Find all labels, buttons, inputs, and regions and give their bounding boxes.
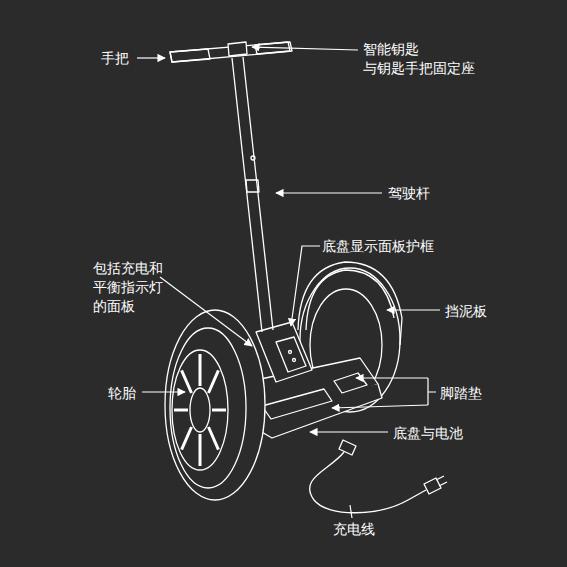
spokes	[174, 354, 226, 466]
column-base	[256, 322, 312, 382]
fender	[298, 262, 402, 345]
indicator	[293, 359, 296, 362]
steering-column	[232, 57, 273, 332]
part-label: 驾驶杆	[388, 184, 430, 203]
charging-cable	[310, 452, 426, 513]
hub	[190, 388, 210, 432]
part-label: 底盘与电池	[393, 424, 463, 443]
part-label: 挡泥板	[445, 302, 487, 321]
handlebar	[170, 42, 292, 62]
front-tire	[165, 310, 265, 500]
leader-line	[252, 47, 358, 50]
fender-inner	[306, 270, 394, 330]
column-bolt	[251, 156, 255, 160]
leader-line	[356, 377, 428, 378]
leader-line	[310, 431, 388, 432]
leader-line	[160, 277, 252, 346]
leader-line	[387, 309, 440, 310]
part-label: 脚踏垫	[440, 384, 482, 403]
key-holder	[228, 42, 247, 56]
bracket	[428, 378, 436, 405]
leader-lines	[137, 47, 440, 518]
part-label: 底盘显示面板护框	[322, 237, 434, 256]
column-collar	[246, 180, 259, 192]
leader-line	[350, 505, 352, 518]
leader-line	[137, 57, 165, 58]
part-label: 轮胎	[108, 384, 136, 403]
part-label: 包括充电和 平衡指示灯 的面板	[93, 259, 163, 316]
front-tire-inner	[170, 328, 246, 488]
part-label: 智能钥匙 与钥匙手把固定座	[363, 40, 475, 78]
cable-connector	[339, 440, 356, 455]
foot-mat	[334, 373, 367, 393]
front-rim	[172, 350, 228, 470]
leader-line	[142, 391, 185, 392]
leader-line	[332, 405, 428, 408]
plug	[424, 476, 447, 494]
part-label: 手把	[101, 49, 129, 68]
grip	[170, 49, 210, 62]
display-panel	[276, 337, 306, 372]
segway-drawing	[165, 42, 447, 513]
leader-line	[291, 246, 320, 326]
foot-mat	[262, 389, 332, 419]
indicator	[289, 351, 292, 354]
leader-line	[276, 192, 382, 193]
part-label: 充电线	[333, 520, 375, 539]
